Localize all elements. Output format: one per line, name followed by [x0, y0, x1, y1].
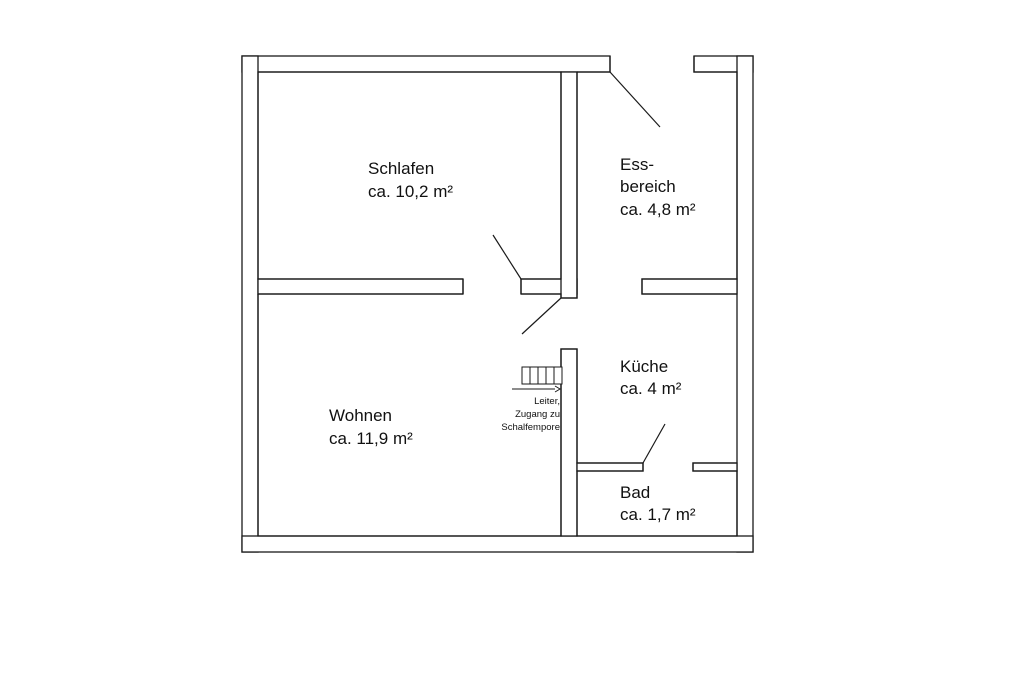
corridor-floor-3	[561, 299, 577, 348]
wall-left	[241, 55, 259, 553]
essbereich-floor	[578, 73, 736, 278]
schlafen-area: ca. 10,2 m²	[368, 182, 453, 201]
wall-essbereich-bottom	[641, 278, 738, 295]
bad-door-icon	[642, 423, 666, 464]
wall-schlafen-bottom-left	[257, 278, 464, 295]
wall-schlafen-essbereich	[560, 71, 578, 299]
wall-wohnen-kueche	[560, 348, 578, 537]
room-interiors	[259, 56, 736, 535]
room-labels: Schlafen ca. 10,2 m² Ess- bereich ca. 4,…	[329, 155, 696, 524]
wohnen-area: ca. 11,9 m²	[329, 429, 413, 448]
wohnen-outline	[257, 294, 738, 537]
ladder-note-line3: Schalfempore	[501, 422, 560, 433]
essbereich-name-2: bereich	[620, 177, 676, 196]
ladder-note-line1: Leiter,	[534, 396, 560, 407]
ladder-note: Leiter, Zugang zu Schalfempore	[501, 396, 560, 433]
ladder-frame	[521, 366, 563, 385]
wohnen-floor	[259, 295, 560, 535]
ladder-arrow-head	[554, 385, 561, 393]
bad-floor	[578, 472, 736, 535]
doors	[492, 71, 666, 464]
corridor-floor-4	[611, 56, 693, 72]
corridor-floor-2	[464, 279, 520, 294]
wohnen-name: Wohnen	[329, 406, 392, 425]
wall-bottom	[241, 535, 754, 553]
corridor-floor	[578, 279, 641, 294]
essbereich-area: ca. 4,8 m²	[620, 200, 696, 219]
wall-top-left	[241, 55, 611, 73]
essbereich-outline-r	[641, 56, 738, 295]
wohnen-door-icon	[521, 297, 562, 335]
essbereich-name-1: Ess-	[620, 155, 654, 174]
kueche-name: Küche	[620, 357, 668, 376]
wall-kueche-bad-right	[692, 462, 738, 472]
bad-area: ca. 1,7 m²	[620, 505, 696, 524]
kueche-floor	[578, 295, 736, 462]
wall-right	[736, 55, 754, 553]
bad-name: Bad	[620, 483, 650, 502]
ladder-note-line2: Zugang zu	[515, 409, 560, 420]
ladder-icon	[512, 366, 563, 393]
entrance-door-icon	[609, 71, 661, 128]
schlafen-name: Schlafen	[368, 159, 434, 178]
schlafen-outline	[257, 71, 562, 280]
outer-walls	[241, 55, 754, 553]
kueche-area: ca. 4 m²	[620, 379, 682, 398]
schlafen-floor	[259, 73, 560, 278]
schlafen-door-icon	[492, 234, 522, 280]
wall-kueche-bad-left	[576, 462, 644, 472]
